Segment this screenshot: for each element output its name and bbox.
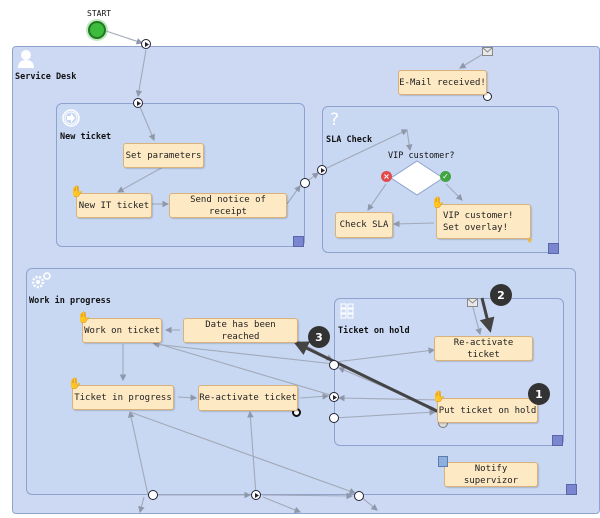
gateway-reject-icon: ×	[381, 171, 392, 182]
hand-icon: ✋	[432, 390, 446, 403]
task-check-sla[interactable]: Check SLA	[335, 212, 393, 238]
grid-icon	[340, 303, 354, 323]
task-reactivate-ticket-right[interactable]: Re-activate ticket	[434, 336, 533, 361]
envelope-icon	[482, 41, 493, 60]
connector-node[interactable]	[329, 360, 339, 370]
hand-icon: ✋	[70, 185, 84, 198]
connector-node[interactable]	[354, 491, 364, 501]
region-work-in-progress-title: Work in progress	[29, 296, 111, 306]
star-icon: ★	[526, 232, 534, 246]
region-corner-marker	[548, 243, 559, 254]
badge-3: 3	[308, 326, 330, 348]
badge-1: 1	[528, 383, 550, 405]
region-new-ticket	[56, 103, 305, 247]
start-label: START	[87, 9, 112, 18]
connector-node[interactable]	[483, 92, 492, 101]
region-sla-check-title: SLA Check	[326, 135, 373, 145]
task-send-notice[interactable]: Send notice of receipt	[169, 193, 287, 218]
connector-node[interactable]	[317, 165, 327, 175]
task-work-on-ticket[interactable]: Work on ticket	[82, 318, 162, 343]
region-corner-marker	[552, 435, 563, 446]
connector-node[interactable]	[251, 490, 261, 500]
task-notify-supervisor[interactable]: Notify supervizor	[444, 462, 538, 487]
person-icon	[17, 49, 35, 73]
task-email-received[interactable]: E-Mail received!	[398, 70, 487, 95]
task-put-on-hold[interactable]: Put ticket on hold	[437, 398, 538, 423]
start-event[interactable]	[88, 21, 106, 39]
badge-2: 2	[490, 284, 512, 306]
region-corner-marker	[293, 236, 304, 247]
region-ticket-on-hold-title: Ticket on hold	[338, 326, 410, 336]
region-new-ticket-title: New ticket	[60, 132, 112, 142]
task-vip-overlay[interactable]: VIP customer! Set overlay!	[436, 204, 531, 239]
connector-node[interactable]	[148, 490, 158, 500]
hand-icon: ✋	[68, 377, 82, 390]
vip-gateway[interactable]	[390, 160, 444, 200]
connector-node[interactable]	[329, 392, 339, 402]
gear-icon	[30, 271, 52, 293]
gateway-accept-icon: ✓	[440, 171, 451, 182]
connector-node[interactable]	[300, 178, 310, 188]
hand-icon: ✋	[431, 196, 445, 209]
task-ticket-in-progress[interactable]: Ticket in progress	[72, 385, 174, 410]
region-corner-marker	[566, 484, 577, 495]
gateway-label: VIP customer?	[388, 151, 455, 161]
task-reactivate-ticket-left[interactable]: Re-activate ticket	[198, 385, 298, 411]
envelope-icon	[467, 292, 478, 311]
hand-icon: ✋	[77, 311, 91, 324]
lane-title: Service Desk	[15, 72, 77, 82]
user-card-icon	[438, 456, 448, 467]
task-set-parameters[interactable]: Set parameters	[123, 143, 204, 168]
task-date-reached[interactable]: Date has been reached	[183, 318, 298, 343]
event-icon	[61, 108, 81, 132]
connector-node[interactable]	[329, 413, 339, 423]
connector-node[interactable]	[141, 39, 151, 49]
connector-node[interactable]	[133, 98, 143, 108]
task-new-it-ticket[interactable]: New IT ticket	[76, 193, 152, 218]
question-icon: ?	[330, 110, 340, 130]
